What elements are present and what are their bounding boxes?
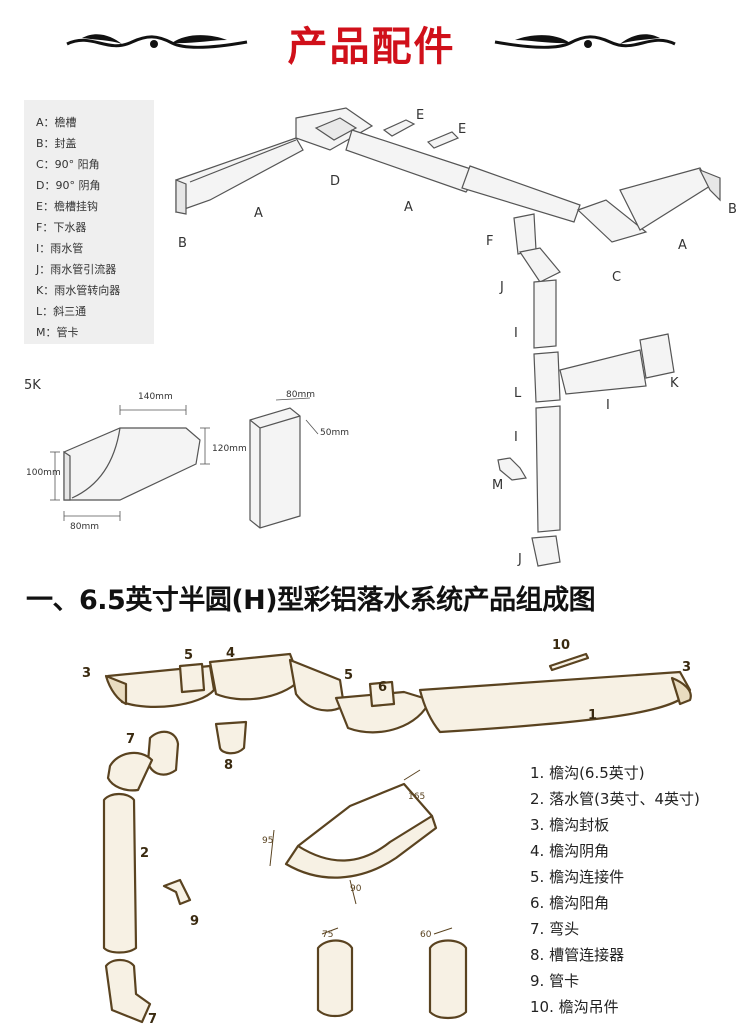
- callout-6: 6: [378, 680, 388, 695]
- part-label-a: A: [404, 200, 413, 215]
- dim-width-top: 140mm: [138, 392, 173, 402]
- legend-item-k: K：雨水管转向器: [36, 284, 121, 297]
- part-label-a: A: [678, 238, 687, 253]
- title-banner: 产品配件: [0, 0, 743, 90]
- dim-pipe-depth: 50mm: [320, 428, 349, 438]
- list-item: 10. 檐沟吊件: [530, 998, 619, 1016]
- callout-5: 5: [344, 668, 354, 683]
- callout-2: 2: [140, 846, 150, 861]
- callout-4: 4: [226, 646, 236, 661]
- list-item: 9. 管卡: [530, 972, 580, 990]
- legend-item-d: D：90° 阴角: [36, 179, 101, 192]
- part-label-b: B: [178, 236, 187, 251]
- page-title: 产品配件: [287, 23, 456, 70]
- legend-item-a: A：檐槽: [36, 116, 77, 129]
- left-flourish-ornament: [66, 34, 248, 49]
- list-item: 4. 檐沟阴角: [530, 842, 610, 860]
- part-label-m: M: [492, 478, 504, 493]
- part-label-i: I: [514, 326, 518, 341]
- part-label-a: A: [254, 206, 263, 221]
- section-title-6-5-inch-system: 一、6.5英寸半圆(H)型彩铝落水系统产品组成图: [26, 585, 596, 616]
- part-label-b: B: [728, 202, 737, 217]
- list-item: 8. 槽管连接器: [530, 946, 625, 964]
- dim-height-back: 120mm: [212, 444, 247, 454]
- legend-item-b: B：封盖: [36, 137, 77, 150]
- list-item: 6. 檐沟阳角: [530, 894, 610, 912]
- part-label-j: J: [518, 552, 522, 567]
- legend-item-l: L：斜三通: [36, 305, 87, 318]
- list-item: 3. 檐沟封板: [530, 816, 610, 834]
- legend-item-c: C：90° 阳角: [36, 158, 100, 171]
- part-label-d: D: [330, 174, 341, 189]
- dim-90: 90: [350, 884, 362, 894]
- callout-1: 1: [588, 708, 598, 723]
- legend-item-f: F：下水器: [36, 221, 87, 234]
- part-label-c: C: [612, 270, 622, 285]
- list-item: 2. 落水管(3英寸、4英寸): [530, 790, 700, 808]
- dim-60: 60: [420, 930, 432, 940]
- list-item: 1. 檐沟(6.5英寸): [530, 764, 645, 782]
- dim-height-front: 100mm: [26, 468, 61, 478]
- parts-legend: A：檐槽 B：封盖 C：90° 阳角 D：90° 阴角 E：檐槽挂钩 F：下水器…: [24, 100, 154, 344]
- callout-5: 5: [184, 648, 194, 663]
- list-item: 7. 弯头: [530, 920, 580, 938]
- list-item: 5. 檐沟连接件: [530, 868, 625, 886]
- callout-9: 9: [190, 914, 200, 929]
- legend-item-i: I：雨水管: [36, 242, 84, 255]
- part-label-k: K: [670, 376, 679, 391]
- dim-pipe-width: 80mm: [286, 390, 315, 400]
- legend-item-e: E：檐槽挂钩: [36, 200, 98, 213]
- callout-3: 3: [82, 666, 92, 681]
- part-label-l: L: [514, 386, 522, 401]
- part-label-f: F: [486, 234, 494, 249]
- model-label: 5K: [24, 378, 41, 393]
- legend-item-m: M：管卡: [36, 326, 79, 339]
- legend-item-j: J：雨水管引流器: [36, 263, 117, 276]
- top-gutter-system-diagram: A：檐槽 B：封盖 C：90° 阳角 D：90° 阴角 E：檐槽挂钩 F：下水器…: [0, 92, 743, 574]
- callout-7: 7: [126, 732, 136, 747]
- bottom-gutter-drawing: [102, 652, 692, 1024]
- part-label-j: J: [500, 280, 504, 295]
- dim-165: 165: [408, 792, 426, 802]
- part-label-e: E: [458, 122, 467, 137]
- dim-75: 75: [322, 930, 334, 940]
- part-label-i: I: [606, 398, 610, 413]
- callout-8: 8: [224, 758, 234, 773]
- part-label-i: I: [514, 430, 518, 445]
- callout-3: 3: [682, 660, 692, 675]
- dim-95: 95: [262, 836, 274, 846]
- right-flourish-ornament: [494, 34, 676, 49]
- top-gutter-drawing: [50, 107, 721, 567]
- callout-10: 10: [552, 638, 571, 653]
- part-label-e: E: [416, 108, 425, 123]
- callout-7: 7: [148, 1012, 158, 1027]
- dim-width-bottom: 80mm: [70, 522, 99, 532]
